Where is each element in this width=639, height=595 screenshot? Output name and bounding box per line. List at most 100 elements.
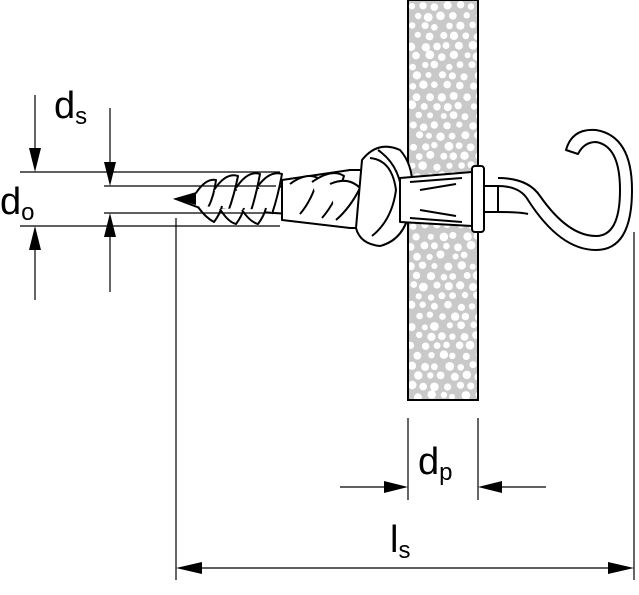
wall-dot <box>462 32 470 40</box>
wall-dot <box>448 72 456 80</box>
wall-dot <box>443 341 450 349</box>
wall-dot <box>443 103 452 112</box>
wall-dot <box>437 93 446 102</box>
wall-dot <box>419 80 428 89</box>
wall-dot <box>449 273 457 280</box>
wall-dot <box>469 283 477 291</box>
wall-dot <box>456 381 465 389</box>
wall-dot <box>426 93 434 102</box>
wall-dot <box>461 391 471 400</box>
wall-dot <box>443 122 451 130</box>
wall-dot <box>430 322 439 331</box>
wall-dot <box>427 233 434 240</box>
wall-dot <box>431 363 438 371</box>
wall-dot <box>433 42 441 51</box>
wall-dot <box>454 243 462 252</box>
wall-dot <box>408 42 416 51</box>
wall-dot <box>419 2 427 10</box>
wall-dot <box>414 31 421 38</box>
wall-dot <box>430 382 439 392</box>
wall-dot <box>409 121 417 129</box>
wall-dot <box>462 370 471 380</box>
wall-dot <box>440 391 448 399</box>
wall-dot <box>449 393 456 400</box>
wall-dot <box>473 33 478 40</box>
wall-dot <box>409 162 416 169</box>
wall-dot <box>446 162 453 169</box>
wall-dot <box>444 383 452 391</box>
wall-dot <box>430 121 438 129</box>
wall-dot <box>409 22 416 29</box>
wall-dot <box>448 132 456 140</box>
wall-dot <box>452 253 459 260</box>
wall-dot <box>436 132 445 141</box>
wall-dot <box>449 111 458 119</box>
wall-dot <box>421 362 430 371</box>
wall-dot <box>430 302 438 310</box>
wall-dot <box>456 0 465 9</box>
wall-dot <box>449 92 458 100</box>
wall-dot <box>466 143 475 152</box>
wall-dot <box>408 2 416 10</box>
wall-dot <box>449 31 459 40</box>
wall-dot <box>461 131 470 140</box>
wall-dot <box>426 253 433 261</box>
wall-dot <box>422 143 430 151</box>
wall-dot <box>463 272 471 279</box>
wall-dot <box>425 132 432 139</box>
wall-dot <box>430 242 438 250</box>
wall-dot <box>408 361 417 370</box>
wall-dot <box>419 301 426 308</box>
wall-dot <box>451 312 460 321</box>
wall-dot <box>415 12 422 20</box>
wall-dot <box>446 322 453 329</box>
wall-dot <box>415 111 423 119</box>
wall-dot <box>408 341 415 349</box>
wall-dot <box>427 112 434 119</box>
wall-dot <box>409 63 416 71</box>
wall-dot <box>470 82 478 90</box>
wall-dot <box>443 242 450 250</box>
wall-dot <box>463 12 470 19</box>
wall-dot <box>457 303 465 311</box>
wall-dot <box>409 223 417 230</box>
wall-dot <box>468 303 476 310</box>
wall-dot <box>418 282 428 292</box>
wall-dot <box>467 3 475 10</box>
wall-dot <box>426 311 434 318</box>
wall-dot <box>419 123 428 131</box>
wall-dot <box>408 323 416 332</box>
washer <box>471 165 485 233</box>
wall-dot <box>416 131 424 139</box>
wall-dot <box>431 81 438 88</box>
screw-tip <box>176 194 196 205</box>
wall-dot <box>415 293 422 300</box>
wall-dot <box>420 241 429 250</box>
wall-dot <box>419 382 428 391</box>
wall-dot <box>445 362 455 371</box>
wall-dot <box>421 43 431 52</box>
wall-dot <box>457 364 465 371</box>
wall-dot <box>438 292 446 300</box>
wall-dot <box>461 291 469 299</box>
wall-dot <box>456 61 464 69</box>
wall-dot <box>463 93 471 101</box>
wall-dot <box>427 332 436 341</box>
wall-dot <box>449 231 457 239</box>
wall-dot <box>460 151 469 160</box>
wall-dot <box>421 22 429 30</box>
wall-dot <box>468 61 476 69</box>
wall-dot <box>412 93 421 102</box>
wall-dot <box>412 71 421 80</box>
wall-dot <box>460 333 469 341</box>
wall-dot <box>438 71 447 79</box>
wall-dot <box>439 313 446 320</box>
dimension-ds-do: ds do <box>0 85 280 300</box>
wall-dot <box>428 352 435 359</box>
screw <box>172 172 291 225</box>
wall-dot <box>408 262 415 271</box>
wall-dot <box>408 380 417 390</box>
wall-dot <box>462 352 470 360</box>
wall-dot <box>472 271 478 280</box>
